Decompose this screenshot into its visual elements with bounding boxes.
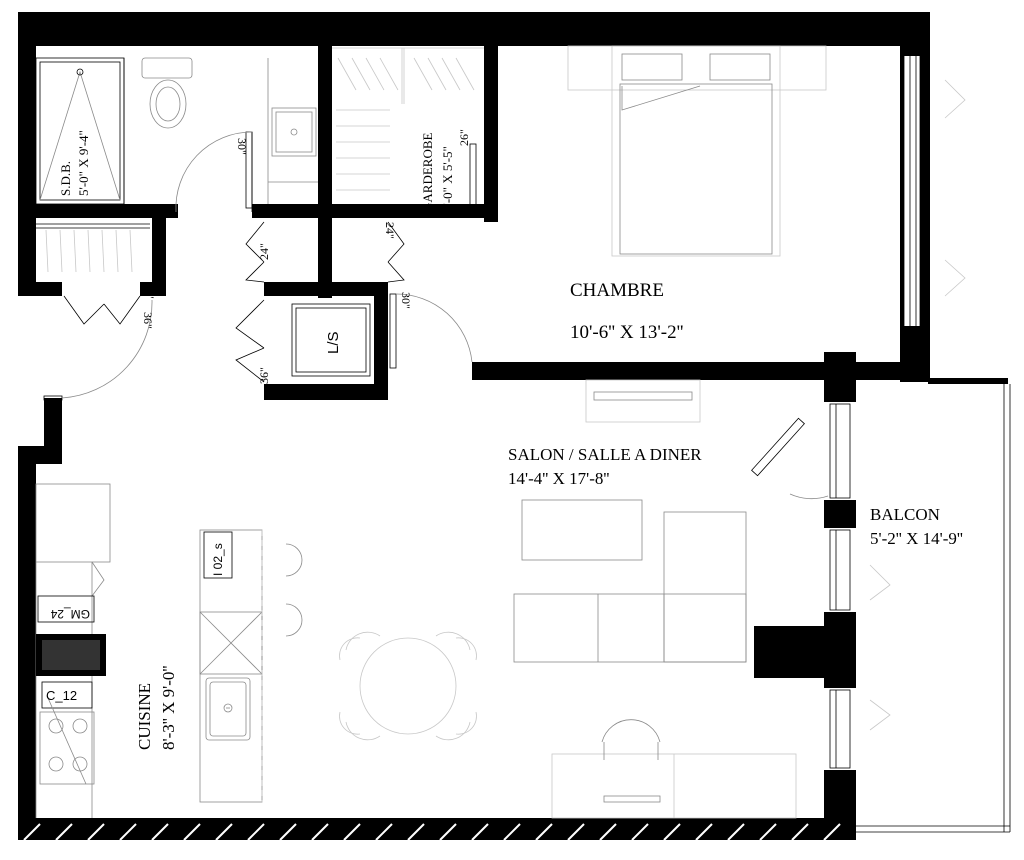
hall-closets bbox=[235, 221, 405, 383]
cooktop bbox=[39, 681, 95, 785]
sdb-label: S.D.B. bbox=[58, 161, 73, 196]
balcon-size: 5'-2'' X 14'-9'' bbox=[870, 529, 963, 548]
entry-closet bbox=[36, 223, 150, 325]
desk bbox=[551, 719, 797, 819]
kitchen-island bbox=[199, 529, 303, 803]
hall-closet-left-width: 24" bbox=[257, 243, 271, 260]
balcony-outline bbox=[856, 384, 1011, 833]
bedroom-door-width: 30" bbox=[399, 292, 413, 309]
cuisine-size: 8'-3'' X 9'-0'' bbox=[159, 666, 178, 750]
chambre-size: 10'-6'' X 13'-2'' bbox=[570, 322, 683, 343]
kitchen-counter bbox=[35, 483, 111, 818]
garderobe-size: 5'-0" X 5'-5" bbox=[440, 146, 455, 212]
bath-door-width: 30" bbox=[235, 138, 249, 155]
chambre-label: CHAMBRE bbox=[570, 280, 664, 301]
entry-door[interactable] bbox=[43, 299, 153, 401]
entry-closet-width: 36" bbox=[143, 282, 157, 299]
cuisine-label: CUISINE bbox=[135, 683, 154, 750]
door-dimension-labels: 30" 36" 36" 24" 36" 24" 26" 30" bbox=[141, 129, 471, 384]
dining-table bbox=[339, 631, 477, 741]
sofa bbox=[513, 499, 747, 663]
toilet bbox=[141, 57, 193, 129]
laundry-label: L/S bbox=[325, 331, 342, 354]
entry-door-width: 36" bbox=[141, 312, 155, 329]
oven bbox=[36, 634, 106, 676]
garderobe-door-width: 24" bbox=[383, 222, 397, 239]
salon-label: SALON / SALLE A DINER bbox=[508, 445, 702, 464]
balcony-swing-door[interactable] bbox=[751, 417, 829, 500]
garderobe-label: GARDEROBE bbox=[420, 132, 435, 212]
vanity bbox=[267, 58, 318, 204]
bed bbox=[567, 45, 827, 257]
shower bbox=[35, 57, 125, 205]
bath-door[interactable] bbox=[175, 131, 253, 213]
fridge-label: GM_24 bbox=[50, 607, 90, 621]
cooktop-label: C_12 bbox=[46, 688, 77, 703]
salon-size: 14'-4'' X 17'-8'' bbox=[508, 469, 609, 488]
garderobe-inner-width: 26" bbox=[457, 129, 471, 146]
room-labels: CHAMBRE 10'-6'' X 13'-2'' SALON / SALLE … bbox=[58, 130, 963, 750]
balcon-label: BALCON bbox=[870, 505, 940, 524]
island-label: I 02_s bbox=[211, 543, 225, 576]
bottom-wall-hatching bbox=[23, 823, 841, 841]
hall-closet-bottom-width: 36" bbox=[257, 367, 271, 384]
fixture-labels: L/S GM_24 C_12 I 02_s bbox=[46, 331, 342, 703]
tv-console bbox=[585, 379, 701, 423]
garderobe-shelving bbox=[332, 47, 484, 209]
bedroom-window bbox=[903, 56, 966, 326]
balcony-doors bbox=[829, 403, 891, 769]
sdb-size: 5'-0" X 9'-4" bbox=[76, 130, 91, 196]
bedroom-door[interactable] bbox=[389, 293, 473, 369]
